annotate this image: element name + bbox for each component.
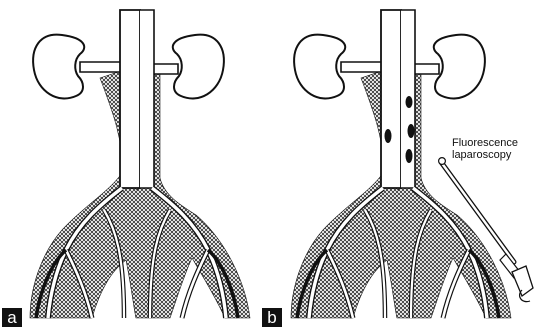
panel-label-b: b bbox=[262, 308, 282, 327]
annotation-line-2: laparoscopy bbox=[452, 149, 511, 161]
panel-label-a: a bbox=[2, 308, 22, 327]
annotation-line-1: Fluorescence bbox=[452, 137, 518, 149]
